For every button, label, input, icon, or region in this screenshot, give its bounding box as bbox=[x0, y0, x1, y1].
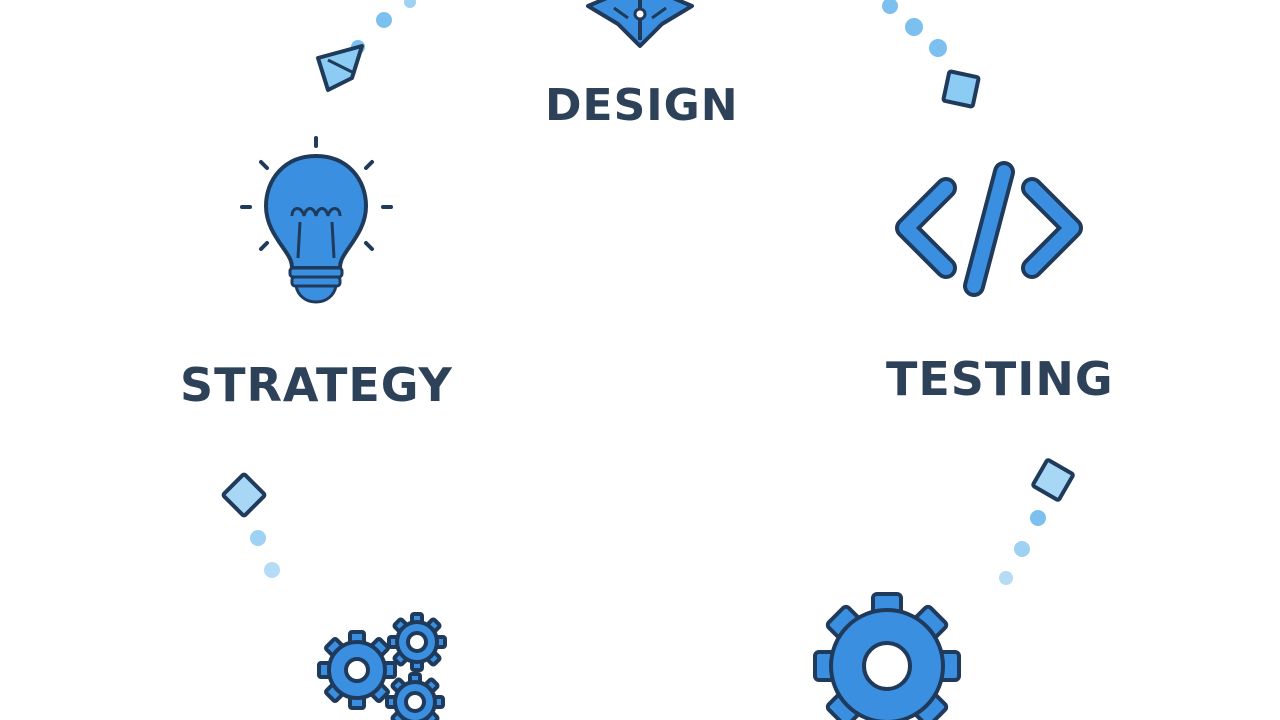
stage-label-design: DESIGN bbox=[545, 80, 739, 131]
connector-top-right bbox=[882, 0, 947, 57]
code-brackets-icon bbox=[895, 161, 1083, 297]
arrowhead-marker bbox=[316, 44, 364, 92]
stage-label-strategy: STRATEGY bbox=[180, 358, 453, 412]
lightbulb-icon bbox=[240, 136, 393, 304]
stage-label-testing: TESTING bbox=[886, 352, 1114, 406]
diamond-marker-right bbox=[1031, 458, 1075, 502]
connector-right bbox=[999, 510, 1046, 585]
diamond-marker-top-right bbox=[941, 69, 981, 109]
gears-icon bbox=[317, 612, 447, 720]
connector-left bbox=[250, 530, 280, 578]
pen-nib-icon bbox=[586, 0, 694, 48]
diamond-marker-left bbox=[221, 472, 267, 518]
gear-icon bbox=[813, 592, 961, 720]
